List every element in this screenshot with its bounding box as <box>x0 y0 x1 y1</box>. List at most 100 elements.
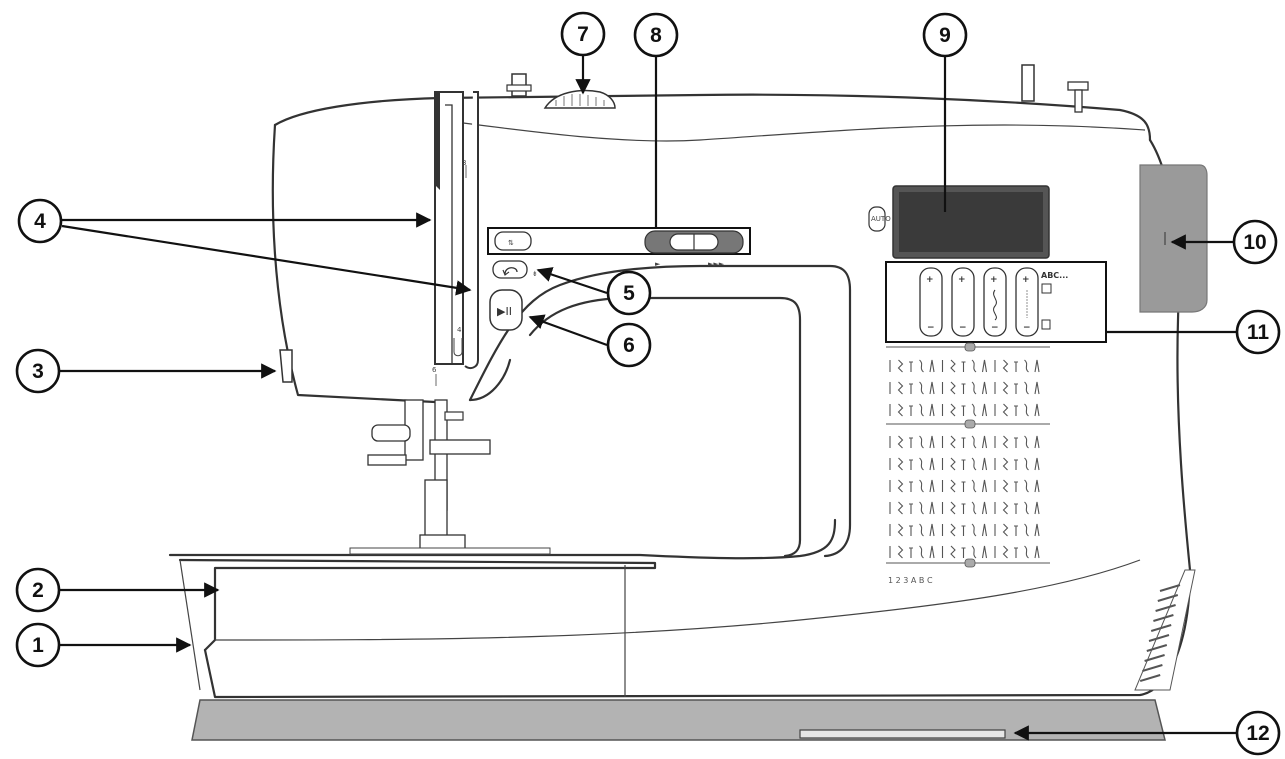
svg-text:⇟: ⇟ <box>532 270 538 278</box>
stitch-pattern-glyph <box>950 381 956 395</box>
stitch-pattern-glyph <box>1034 523 1040 537</box>
hand-wheel[interactable] <box>1139 164 1208 313</box>
stitch-pattern-glyph <box>929 501 935 515</box>
stitch-pattern-glyph <box>961 503 966 514</box>
start-stop-button[interactable]: ▶II <box>489 289 523 331</box>
stitch-pattern-glyph <box>950 403 956 417</box>
stitch-pattern-glyph <box>981 457 988 471</box>
vent-slot <box>1153 614 1174 622</box>
vent-slot <box>1144 654 1165 662</box>
svg-text:+: + <box>990 275 998 285</box>
thread-path: 3 4 6 <box>432 91 479 386</box>
stitch-pattern-glyph <box>1024 545 1029 559</box>
stitch-pattern-glyph <box>909 481 913 492</box>
stitch-pattern-glyph <box>919 545 924 559</box>
machine-body <box>168 93 1192 699</box>
stitch-pattern-glyph <box>1014 547 1018 558</box>
callouts: 1 2 3 4 5 6 7 8 <box>15 11 1281 756</box>
stitch-pattern-glyph <box>981 501 988 515</box>
svg-text:9: 9 <box>939 24 951 47</box>
air-vent <box>1134 569 1196 691</box>
needle-up-down-button[interactable] <box>494 231 532 251</box>
bobbin-winder-pin <box>1021 64 1035 102</box>
stitch-pattern-glyph <box>1014 383 1018 394</box>
svg-text:−: − <box>959 323 967 333</box>
stitch-pattern-glyph <box>981 479 988 493</box>
stitch-pattern-glyph <box>971 479 977 493</box>
stitch-pattern-glyph <box>950 545 956 559</box>
stitch-pattern-glyph <box>1034 545 1040 559</box>
stitch-pattern-glyph <box>981 435 988 449</box>
stitch-pattern-glyph <box>897 435 904 449</box>
stitch-pattern-glyph <box>897 545 904 559</box>
stitch-pattern-glyph <box>971 381 977 395</box>
alphabet-row: 1 2 3 A B C <box>888 576 933 585</box>
abc-label: ABC... <box>1041 271 1068 280</box>
stitch-pattern-glyph <box>929 457 935 471</box>
save-icon[interactable] <box>1041 283 1052 294</box>
svg-text:4: 4 <box>457 326 462 334</box>
lcd-screen <box>892 185 1050 259</box>
stitch-pattern-glyph <box>981 523 988 537</box>
speed-control-strip: ⇅ ► ►►► <box>487 227 751 268</box>
callout-9: 9 <box>922 12 968 58</box>
vent-slot <box>1155 604 1176 612</box>
vent-slot <box>1148 634 1170 642</box>
stitch-pattern-glyph <box>961 437 966 448</box>
vent-slot <box>1139 674 1161 682</box>
svg-text:5: 5 <box>623 282 635 305</box>
stitch-pattern-glyph <box>950 359 956 373</box>
stitch-pattern-glyph <box>961 459 966 470</box>
svg-text:3: 3 <box>462 159 466 167</box>
stitch-pattern-glyph <box>1024 403 1029 417</box>
callout-7: 7 <box>560 11 606 57</box>
stitch-pattern-glyph <box>950 501 956 515</box>
stitch-pattern-glyph <box>971 435 977 449</box>
stitch-pattern-glyph <box>1014 405 1018 416</box>
stitch-pattern-glyph <box>919 501 924 515</box>
stitch-pattern-glyph <box>1014 481 1018 492</box>
stitch-pattern-glyph <box>1034 381 1040 395</box>
stitch-pattern-glyph <box>929 523 935 537</box>
stitch-pattern-glyph <box>909 547 913 558</box>
stitch-pattern-glyph <box>1024 523 1029 537</box>
stitch-pattern-glyph <box>961 361 966 372</box>
mode-adjust[interactable]: + − <box>1015 267 1039 337</box>
delete-icon[interactable] <box>1041 319 1051 330</box>
stitch-pattern-glyph <box>897 403 904 417</box>
stitch-pattern-glyph <box>897 359 904 373</box>
stitch-pattern-glyph <box>971 501 977 515</box>
stitch-pattern-glyph <box>1014 503 1018 514</box>
callout-11: 11 <box>1235 309 1281 355</box>
stitch-pattern-glyph <box>981 381 988 395</box>
svg-text:6: 6 <box>623 334 635 357</box>
stitch-pattern-glyph <box>971 457 977 471</box>
stitch-pattern-glyph <box>971 523 977 537</box>
stitch-width-adjust[interactable]: + − <box>951 267 975 337</box>
stitch-pattern-glyph <box>1024 457 1029 471</box>
stitch-length-adjust[interactable]: + − <box>919 267 943 337</box>
svg-text:+: + <box>1022 275 1030 285</box>
stitch-pattern-glyph <box>929 403 935 417</box>
callout-1: 1 <box>15 622 61 668</box>
svg-text:►: ► <box>655 260 661 268</box>
stitch-pattern-glyph <box>950 457 956 471</box>
thread-cutter <box>279 349 293 383</box>
stitch-pattern-glyph <box>1002 501 1009 515</box>
callout-8: 8 <box>633 12 679 58</box>
stitch-pattern-glyph <box>1024 381 1029 395</box>
base-plate <box>191 699 1166 741</box>
vent-slot <box>1159 584 1181 592</box>
stitch-pattern-glyph <box>1024 501 1029 515</box>
vent-slot <box>1142 664 1163 672</box>
stitch-pattern-glyph <box>961 481 966 492</box>
vent-slot <box>1146 644 1168 652</box>
stitch-pattern-glyph <box>981 359 988 373</box>
auto-button[interactable]: AUTO <box>868 206 891 232</box>
stitch-pattern-glyph <box>971 545 977 559</box>
reverse-button[interactable]: ⇟ <box>492 260 538 279</box>
stitch-pattern-glyph <box>1002 435 1009 449</box>
stitch-pattern-adjust[interactable]: + − <box>983 267 1007 337</box>
stitch-pattern-glyph <box>897 457 904 471</box>
leader-lines <box>60 55 1237 741</box>
